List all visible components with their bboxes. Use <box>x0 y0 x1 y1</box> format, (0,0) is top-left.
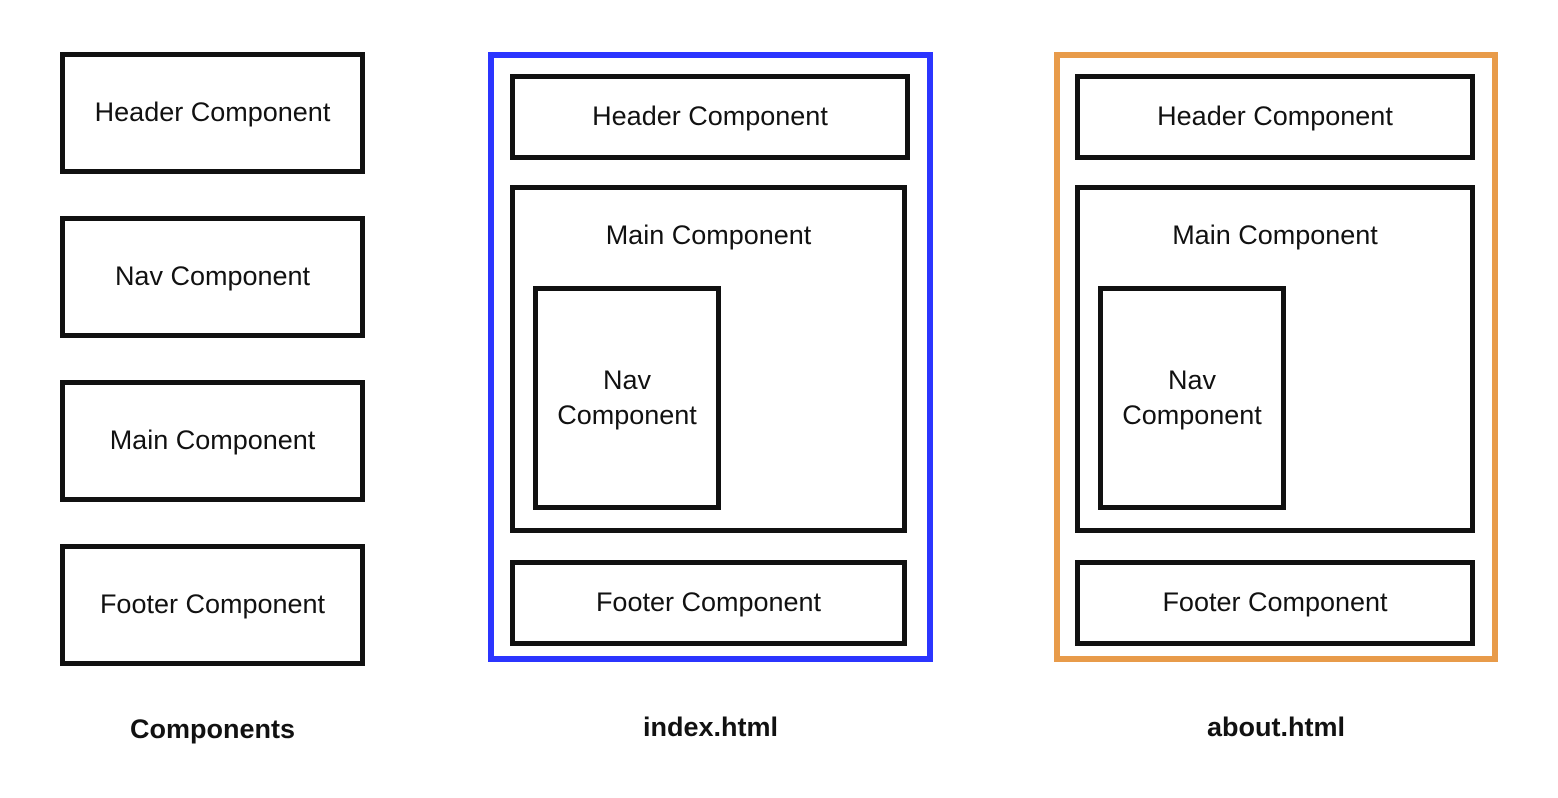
about-caption: about.html <box>1207 712 1345 742</box>
index-header-label: Header Component <box>592 101 828 132</box>
nav-component-box: Nav Component <box>60 216 365 338</box>
about-nav-label: Nav Component <box>1122 364 1262 430</box>
footer-component-label: Footer Component <box>99 589 326 620</box>
index-caption: index.html <box>642 712 778 742</box>
index-footer-label: Footer Component <box>595 587 822 618</box>
about-footer-label: Footer Component <box>1162 587 1388 618</box>
components-caption: Components <box>130 714 295 744</box>
about-footer-box: Footer Component <box>1075 560 1475 646</box>
about-nav-box: Nav Component <box>1098 286 1286 510</box>
index-header-box: Header Component <box>510 74 910 160</box>
nav-component-label: Nav Component <box>114 261 311 292</box>
index-nav-label: Nav Component <box>557 364 697 430</box>
main-component-box: Main Component <box>60 380 365 502</box>
index-nav-box: Nav Component <box>533 286 721 510</box>
header-component-label: Header Component <box>94 97 331 128</box>
main-component-label: Main Component <box>109 425 316 456</box>
header-component-box: Header Component <box>60 52 365 174</box>
index-main-label: Main Component <box>605 220 812 250</box>
about-header-label: Header Component <box>1157 101 1393 132</box>
footer-component-box: Footer Component <box>60 544 365 666</box>
about-main-label: Main Component <box>1172 220 1378 250</box>
index-footer-box: Footer Component <box>510 560 907 646</box>
about-header-box: Header Component <box>1075 74 1475 160</box>
